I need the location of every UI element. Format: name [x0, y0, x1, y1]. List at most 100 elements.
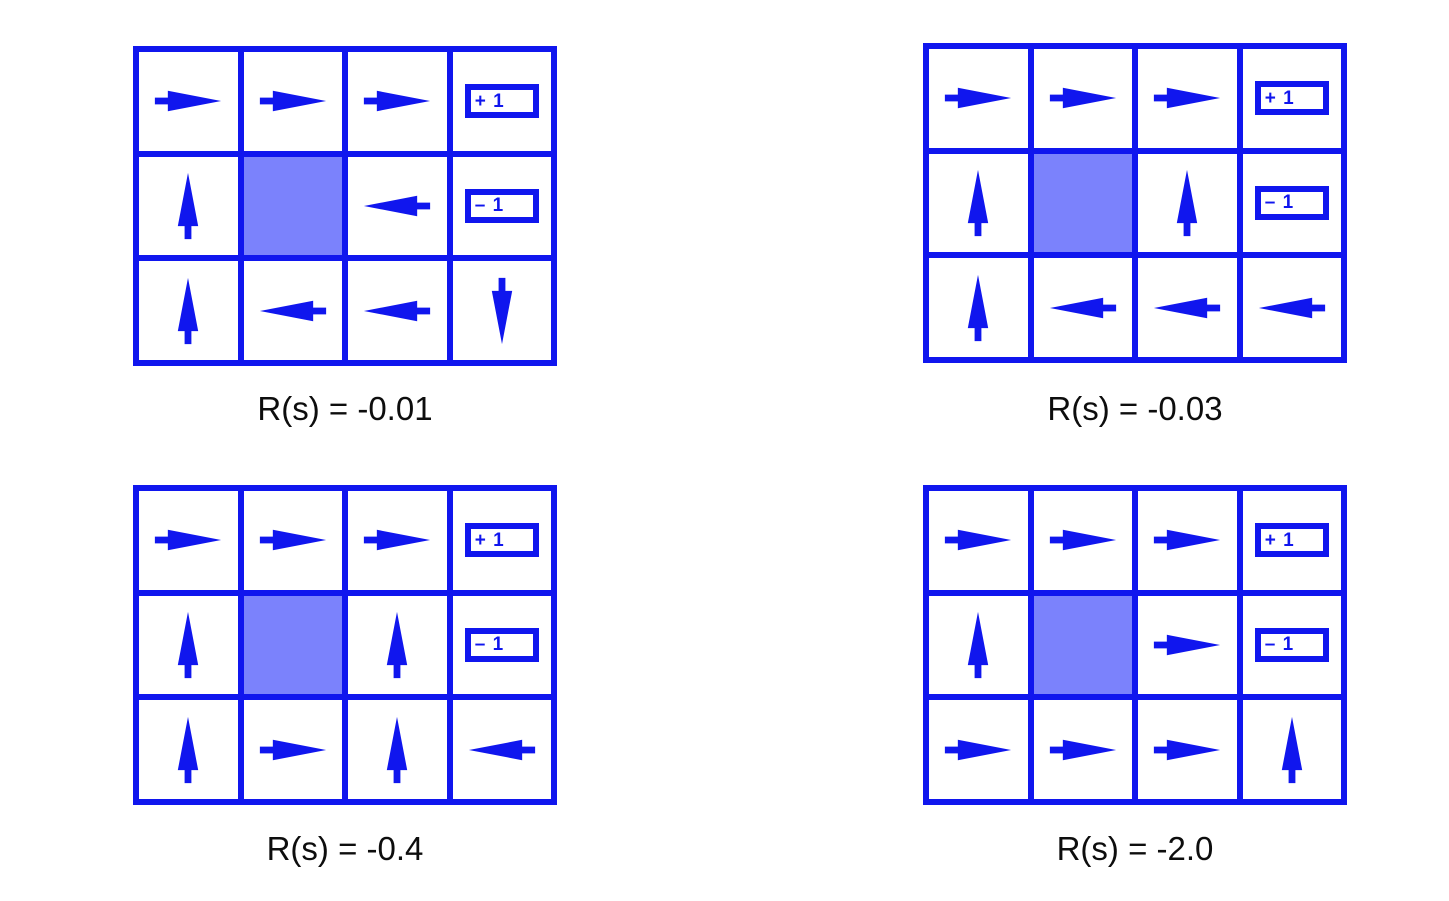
blocked-cell	[243, 156, 342, 256]
gridworld-grid: + 1 – 1	[133, 485, 557, 805]
arrow-right-icon	[942, 523, 1014, 557]
arrow-up-icon	[171, 609, 205, 681]
grid-cell-up[interactable]	[348, 595, 447, 695]
policy-grid-panel: + 1 – 1	[923, 43, 1347, 363]
arrow-left-icon	[361, 189, 433, 223]
terminal-reward-box: – 1	[1254, 627, 1329, 662]
grid-cell-right[interactable]	[139, 491, 238, 590]
grid-cell-up[interactable]	[139, 156, 238, 256]
arrow-right-icon	[257, 523, 329, 557]
arrow-up-icon	[1170, 167, 1204, 239]
grid-cell-up[interactable]	[929, 258, 1028, 357]
grid-cell-up[interactable]	[1138, 153, 1237, 253]
arrow-left-icon	[1151, 291, 1223, 325]
arrow-right-icon	[361, 523, 433, 557]
arrow-right-icon	[942, 81, 1014, 115]
policy-grid-panel: + 1 – 1	[133, 46, 557, 366]
policy-grid-panel: + 1 – 1	[133, 485, 557, 805]
grid-cell-right[interactable]	[348, 52, 447, 151]
grid-cell-right[interactable]	[243, 491, 342, 590]
grid-cell-terminal[interactable]: – 1	[452, 156, 551, 256]
grid-cell-up[interactable]	[139, 261, 238, 360]
grid-cell-terminal[interactable]: – 1	[1242, 595, 1341, 695]
arrow-right-icon	[1047, 733, 1119, 767]
grid-cell-left[interactable]	[348, 261, 447, 360]
arrow-left-icon	[466, 733, 538, 767]
arrow-right-icon	[257, 84, 329, 118]
grid-cell-down[interactable]	[452, 261, 551, 360]
arrow-right-icon	[152, 84, 224, 118]
grid-cell-right[interactable]	[929, 49, 1028, 148]
grid-cell-left[interactable]	[1033, 258, 1132, 357]
arrow-up-icon	[1275, 714, 1309, 786]
grid-cell-terminal[interactable]: + 1	[1242, 49, 1341, 148]
grid-cell-right[interactable]	[1033, 700, 1132, 799]
arrow-up-icon	[171, 714, 205, 786]
panel-caption: R(s) = -0.01	[257, 390, 433, 427]
grid-cell-right[interactable]	[929, 491, 1028, 590]
terminal-reward-box: – 1	[464, 627, 539, 662]
panel-caption: R(s) = -0.03	[1047, 390, 1223, 427]
grid-cell-right[interactable]	[1138, 700, 1237, 799]
grid-cell-left[interactable]	[1138, 258, 1237, 357]
grid-cell-right[interactable]	[139, 52, 238, 151]
panel-caption: R(s) = -2.0	[1056, 830, 1214, 867]
terminal-reward-box: – 1	[464, 188, 539, 223]
blocked-cell	[1033, 153, 1132, 253]
terminal-reward-box: + 1	[464, 523, 539, 558]
terminal-reward-label: – 1	[1264, 634, 1295, 656]
grid-cell-right[interactable]	[1033, 491, 1132, 590]
grid-cell-left[interactable]	[452, 700, 551, 799]
arrow-right-icon	[1047, 523, 1119, 557]
grid-cell-right[interactable]	[929, 700, 1028, 799]
arrow-up-icon	[961, 272, 995, 344]
arrow-right-icon	[152, 523, 224, 557]
grid-cell-up[interactable]	[929, 153, 1028, 253]
grid-cell-left[interactable]	[243, 261, 342, 360]
grid-cell-right[interactable]	[1138, 49, 1237, 148]
grid-cell-up[interactable]	[139, 700, 238, 799]
grid-cell-right[interactable]	[1138, 595, 1237, 695]
arrow-up-icon	[171, 275, 205, 347]
terminal-reward-label: + 1	[1264, 529, 1295, 551]
arrow-right-icon	[942, 733, 1014, 767]
arrow-left-icon	[1047, 291, 1119, 325]
policy-grid-panel: + 1 – 1	[923, 485, 1347, 805]
arrow-left-icon	[257, 294, 329, 328]
grid-cell-up[interactable]	[139, 595, 238, 695]
grid-cell-up[interactable]	[1242, 700, 1341, 799]
arrow-right-icon	[1047, 81, 1119, 115]
grid-cell-right[interactable]	[243, 700, 342, 799]
panel-caption: R(s) = -0.4	[266, 830, 424, 867]
arrow-up-icon	[961, 167, 995, 239]
grid-cell-right[interactable]	[1138, 491, 1237, 590]
arrow-right-icon	[361, 84, 433, 118]
terminal-reward-label: + 1	[1264, 87, 1295, 109]
grid-cell-right[interactable]	[243, 52, 342, 151]
grid-cell-terminal[interactable]: + 1	[452, 52, 551, 151]
grid-cell-left[interactable]	[348, 156, 447, 256]
grid-cell-terminal[interactable]: + 1	[1242, 491, 1341, 590]
terminal-reward-label: – 1	[474, 634, 505, 656]
grid-cell-terminal[interactable]: – 1	[452, 595, 551, 695]
terminal-reward-box: + 1	[1254, 81, 1329, 116]
grid-cell-up[interactable]	[929, 595, 1028, 695]
arrow-up-icon	[961, 609, 995, 681]
arrow-left-icon	[1256, 291, 1328, 325]
grid-cell-right[interactable]	[1033, 49, 1132, 148]
arrow-right-icon	[257, 733, 329, 767]
gridworld-grid: + 1 – 1	[923, 43, 1347, 363]
terminal-reward-box: + 1	[464, 84, 539, 119]
terminal-reward-label: – 1	[474, 195, 505, 217]
grid-cell-terminal[interactable]: + 1	[452, 491, 551, 590]
arrow-up-icon	[380, 714, 414, 786]
grid-cell-right[interactable]	[348, 491, 447, 590]
terminal-reward-box: + 1	[1254, 523, 1329, 558]
grid-cell-terminal[interactable]: – 1	[1242, 153, 1341, 253]
terminal-reward-label: – 1	[1264, 192, 1295, 214]
gridworld-grid: + 1 – 1	[923, 485, 1347, 805]
grid-cell-left[interactable]	[1242, 258, 1341, 357]
grid-cell-up[interactable]	[348, 700, 447, 799]
arrow-right-icon	[1151, 81, 1223, 115]
